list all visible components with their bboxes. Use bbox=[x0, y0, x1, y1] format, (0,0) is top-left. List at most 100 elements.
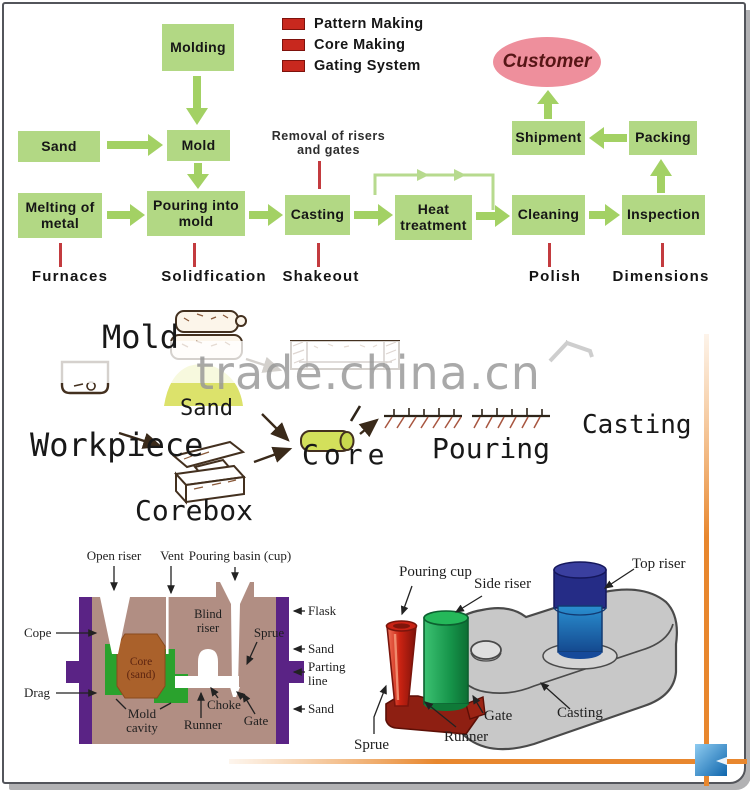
flow-box-cleaning: Cleaning bbox=[512, 195, 585, 235]
arrow-cleaning-to-inspection bbox=[589, 204, 620, 226]
legend-row-core-making: Core Making bbox=[282, 37, 424, 53]
legend: Pattern Making Core Making Gating System bbox=[282, 16, 424, 79]
melting-line2: metal bbox=[40, 214, 80, 231]
arrow-shipment-to-customer bbox=[537, 90, 559, 119]
xs-label-sprue: Sprue bbox=[253, 625, 285, 640]
assembly-leaders bbox=[373, 568, 635, 734]
legend-swatch-red bbox=[282, 39, 305, 51]
sketch-label-pouring: Pouring bbox=[432, 432, 551, 465]
core-line2: (sand) bbox=[126, 668, 156, 681]
customer-ellipse: Customer bbox=[493, 37, 601, 87]
arrow-melting-to-pouring bbox=[107, 204, 145, 226]
sketch-label-core: Core bbox=[302, 438, 390, 471]
sketch-label-sand: Sand bbox=[180, 396, 233, 421]
asm-label-side-riser: Side riser bbox=[474, 576, 532, 592]
flow-arrows bbox=[107, 76, 672, 227]
watermark-band bbox=[50, 341, 615, 383]
legend-label: Pattern Making bbox=[314, 16, 424, 32]
cavity-line2: cavity bbox=[126, 720, 158, 736]
asm-label-pouring-cup: Pouring cup bbox=[399, 564, 472, 580]
annotation-dimensions: Dimensions bbox=[612, 268, 710, 285]
arrow-molding-to-mold bbox=[186, 76, 208, 125]
pouring-line1: Pouring into bbox=[152, 196, 240, 213]
corner-decoration bbox=[229, 334, 747, 786]
xs-label-drag: Drag bbox=[24, 685, 50, 700]
xs-label-vent: Vent bbox=[160, 548, 184, 563]
heat-line1: Heat bbox=[417, 200, 450, 217]
top-riser-shape bbox=[553, 561, 607, 659]
arrow-sand-to-mold bbox=[107, 134, 163, 156]
cross-section-leaders bbox=[56, 566, 305, 718]
flow-box-mold: Mold bbox=[167, 130, 230, 161]
removal-note: Removal of risers and gates bbox=[256, 129, 401, 158]
blind-line2: riser bbox=[196, 620, 220, 635]
pouring-line2: mold bbox=[178, 212, 214, 229]
red-ticks bbox=[59, 161, 664, 267]
xs-label-cope: Cope bbox=[24, 625, 52, 640]
arrow-packing-to-shipment bbox=[589, 127, 627, 149]
legend-swatch-red bbox=[282, 60, 305, 72]
corebox-sketch bbox=[171, 440, 247, 505]
gating-channels bbox=[100, 582, 250, 697]
melting-line1: Melting of bbox=[25, 198, 95, 215]
annotation-shakeout: Shakeout bbox=[282, 268, 360, 285]
arrow-casting-to-heat bbox=[354, 204, 393, 226]
xs-label-gate: Gate bbox=[243, 713, 269, 728]
sketch-label-casting: Casting bbox=[582, 410, 692, 440]
legend-swatch-red bbox=[282, 18, 305, 30]
arrow-mold-to-pouring bbox=[187, 163, 209, 189]
asm-label-runner: Runner bbox=[444, 729, 489, 745]
core-sketch bbox=[300, 430, 355, 452]
bypass-line bbox=[373, 169, 495, 210]
legend-label: Core Making bbox=[314, 37, 406, 53]
flow-box-molding: Molding bbox=[162, 24, 234, 71]
sketch-label-mold: Mold bbox=[102, 318, 180, 356]
xs-label-flask: Flask bbox=[308, 603, 337, 618]
xs-label-blind-riser: Blind riser bbox=[178, 607, 238, 636]
blind-line1: Blind bbox=[194, 607, 222, 621]
asm-label-top-riser: Top riser bbox=[632, 556, 686, 572]
asm-label-sprue: Sprue bbox=[354, 737, 389, 753]
sketch-label-workpiece: Workpiece bbox=[30, 426, 204, 464]
parting-line1: Parting bbox=[308, 659, 346, 674]
flow-box-casting: Casting bbox=[285, 195, 350, 235]
xs-label-sand-lower: Sand bbox=[308, 701, 334, 716]
xs-label-core-sand: Core (sand) bbox=[114, 656, 168, 681]
flow-box-inspection: Inspection bbox=[622, 195, 705, 235]
xs-label-runner: Runner bbox=[183, 717, 223, 732]
sketch-label-corebox: Corebox bbox=[135, 494, 254, 527]
arrow-inspection-to-packing bbox=[650, 159, 672, 193]
annotation-polish: Polish bbox=[528, 268, 582, 285]
asm-label-gate: Gate bbox=[484, 708, 513, 724]
cavity-line1: Mold bbox=[127, 706, 157, 721]
annotation-furnaces: Furnaces bbox=[31, 268, 109, 285]
removal-line2: and gates bbox=[297, 143, 360, 158]
xs-label-sand-upper: Sand bbox=[308, 641, 334, 656]
asm-label-casting: Casting bbox=[557, 705, 603, 721]
heat-line2: treatment bbox=[400, 216, 467, 233]
watermark-text: trade.china.cn bbox=[196, 346, 541, 400]
core-shape bbox=[116, 633, 166, 699]
arrow-pouring-to-casting bbox=[249, 204, 283, 226]
legend-row-pattern-making: Pattern Making bbox=[282, 16, 424, 32]
removal-line1: Removal of risers bbox=[271, 129, 386, 143]
flow-box-packing: Packing bbox=[629, 121, 697, 155]
pouring-sketch bbox=[349, 405, 550, 429]
side-riser-shape bbox=[423, 610, 469, 711]
xs-label-pouring-basin: Pouring basin (cup) bbox=[188, 548, 292, 563]
assembly-3d bbox=[373, 561, 678, 751]
legend-label: Gating System bbox=[314, 58, 421, 74]
diagram-sheet: trade.china.cn Molding Sand Mold Shipmen… bbox=[2, 2, 747, 786]
xs-label-parting-line: Parting line bbox=[308, 659, 360, 689]
casting-body bbox=[448, 588, 678, 751]
xs-label-mold-cavity: Mold cavity bbox=[112, 706, 172, 736]
flow-box-sand: Sand bbox=[18, 131, 100, 162]
arrow-heat-to-cleaning bbox=[476, 205, 510, 227]
parting-line2: line bbox=[308, 673, 328, 689]
core-line1: Core bbox=[129, 656, 153, 668]
mold-cross-section bbox=[56, 566, 305, 744]
